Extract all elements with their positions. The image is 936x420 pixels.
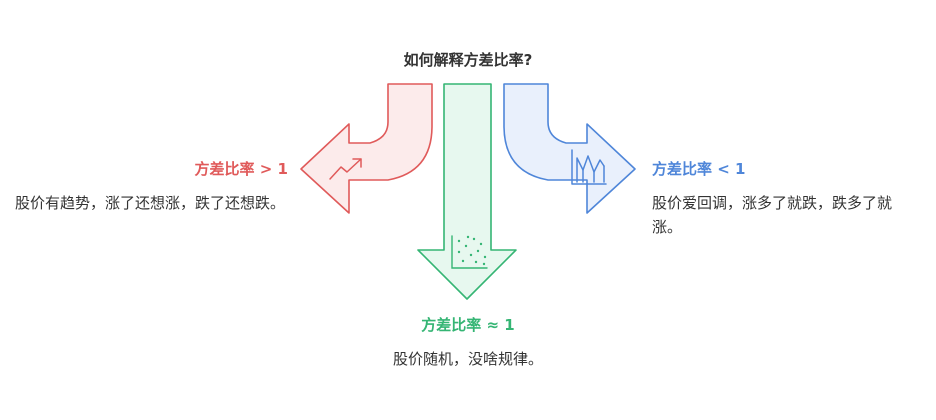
oscillation-icon	[571, 149, 607, 185]
trend-up-icon	[329, 158, 362, 180]
middle-arrow	[417, 83, 517, 300]
scatter-icon	[451, 235, 488, 269]
left-branch-text: 股价有趋势，涨了还想涨，跌了还想跌。	[15, 194, 286, 212]
middle-branch-heading: 方差比率 ≈ 1	[421, 316, 515, 334]
right-arrow	[503, 83, 636, 214]
right-branch-heading: 方差比率 < 1	[652, 160, 746, 178]
middle-branch-text: 股价随机，没啥规律。	[392, 350, 543, 368]
left-branch-heading: 方差比率 > 1	[194, 160, 288, 178]
right-branch-text: 股价爱回调，涨多了就跌，跌多了就涨。	[652, 194, 893, 236]
left-arrow	[300, 83, 433, 214]
diagram-title: 如何解释方差比率?	[403, 51, 533, 69]
